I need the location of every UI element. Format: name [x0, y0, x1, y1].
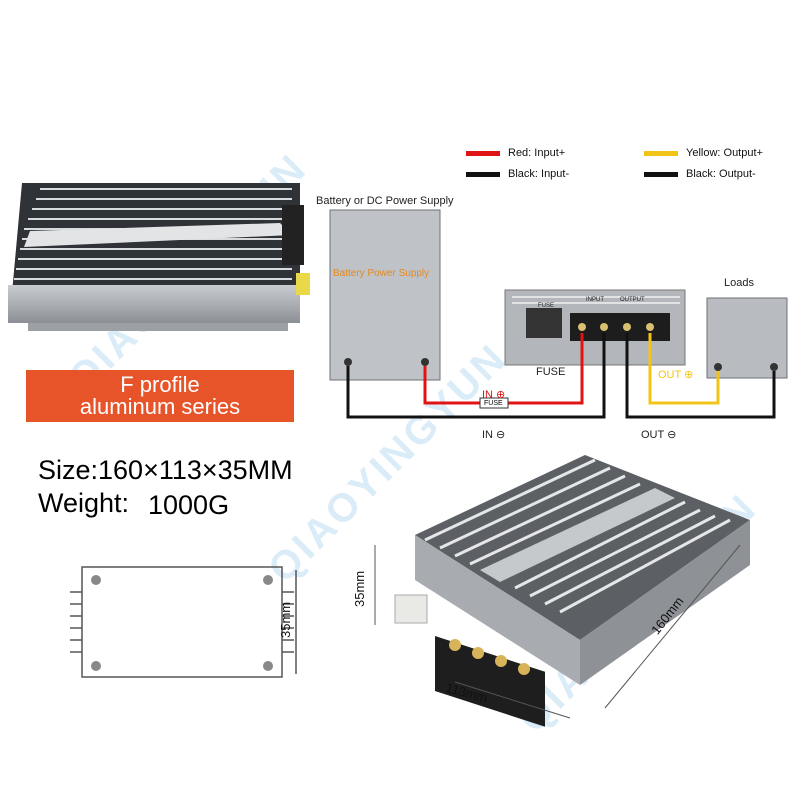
wiring-diagram [329, 209, 788, 419]
series-badge: F profile aluminum series [26, 370, 294, 422]
legend-red: Red: Input+ [466, 147, 565, 159]
product-photo-top [8, 183, 310, 331]
weight-value: 1000G [148, 490, 230, 520]
legend-black-input-label: Black: Input- [508, 168, 570, 180]
side-profile-drawing [70, 566, 297, 678]
fuse-small-label: FUSE [484, 400, 503, 407]
battery-label: Battery Power Supply [333, 268, 430, 279]
size-spec: Size:160×113×35MM [38, 455, 293, 485]
height-dimension-label: 35mm [352, 570, 367, 607]
badge-line-1: F profile [120, 372, 200, 397]
legend-yellow-label: Yellow: Output+ [686, 147, 763, 159]
in-plus-label: IN ⊕ [482, 389, 506, 401]
legend-red-label: Red: Input+ [508, 147, 566, 159]
weight-label: Weight: [38, 488, 130, 518]
badge-line-2: aluminum series [79, 394, 241, 419]
input-label: INPUT [586, 297, 604, 303]
red-wire-swatch [466, 150, 500, 156]
legend-black-output-label: Black: Output- [686, 168, 756, 180]
battery-title: Battery or DC Power Supply [316, 195, 454, 207]
legend-yellow: Yellow: Output+ [644, 147, 763, 159]
legend-black-input: Black: Input- [466, 168, 569, 180]
loads-title: Loads [724, 277, 754, 289]
side-height-label: 35mm [278, 601, 293, 638]
out-minus-label: OUT ⊖ [641, 429, 677, 441]
battery-box [329, 209, 441, 381]
product-photo-bottom [374, 455, 750, 727]
legend-black-output: Black: Output- [644, 168, 756, 180]
out-plus-label: OUT ⊕ [658, 369, 694, 381]
fuse-box-label: FUSE [538, 303, 555, 309]
black-wire-swatch [644, 171, 678, 177]
yellow-wire-swatch [644, 150, 678, 156]
output-label: OUTPUT [620, 297, 645, 303]
black-wire-swatch [466, 171, 500, 177]
in-minus-label: IN ⊖ [482, 429, 506, 441]
fuse-label: FUSE [536, 366, 566, 378]
